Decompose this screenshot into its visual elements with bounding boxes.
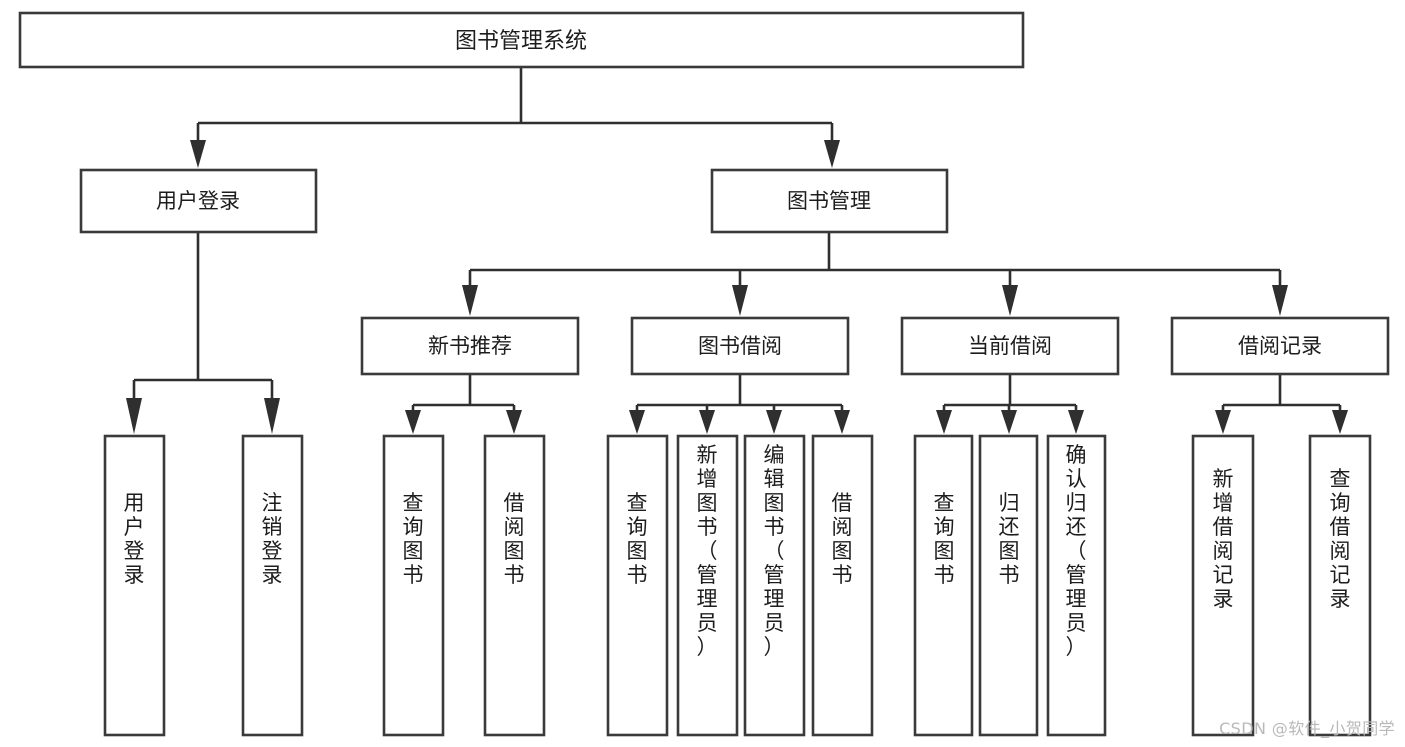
node-borrow-record[interactable]: 借阅记录 xyxy=(1170,316,1390,376)
node-leaf-borrow-book-2[interactable]: 借阅图书 xyxy=(811,434,874,737)
arrow-head-icon xyxy=(264,398,280,434)
node-leaf-edit-book-label: 编辑图书（管理员） xyxy=(764,443,785,659)
arrow-head-icon xyxy=(1002,285,1018,316)
node-leaf-add-book-label: 新增图书（管理员） xyxy=(697,443,718,659)
node-leaf-logout-label: 注销登录 xyxy=(262,491,283,587)
arrow-head-icon xyxy=(190,140,206,168)
node-current-borrow[interactable]: 当前借阅 xyxy=(900,316,1120,376)
node-leaf-query-book-2-label: 查询图书 xyxy=(627,491,648,587)
node-leaf-query-book-3-label: 查询图书 xyxy=(934,491,955,587)
node-leaf-query-book-2[interactable]: 查询图书 xyxy=(606,434,669,737)
node-leaf-user-login-label: 用户登录 xyxy=(124,491,145,587)
node-leaf-add-book[interactable]: 新增图书（管理员） xyxy=(676,434,739,737)
node-user-login[interactable]: 用户登录 xyxy=(79,168,318,234)
arrow-head-icon xyxy=(506,410,522,434)
node-leaf-query-borrow-record[interactable]: 查询借阅记录 xyxy=(1308,434,1372,737)
arrow-head-icon xyxy=(629,410,645,434)
node-leaf-query-book-1[interactable]: 查询图书 xyxy=(382,434,445,737)
node-leaf-borrow-book-1-label: 借阅图书 xyxy=(504,491,525,587)
node-new-book-recommend[interactable]: 新书推荐 xyxy=(360,316,580,376)
arrow-head-icon xyxy=(766,410,782,434)
node-book-management[interactable]: 图书管理 xyxy=(710,168,949,234)
node-leaf-confirm-return-label: 确认归还（管理员） xyxy=(1066,443,1087,659)
node-leaf-return-book[interactable]: 归还图书 xyxy=(978,434,1039,737)
arrow-head-icon xyxy=(824,140,840,168)
node-leaf-add-borrow-record-label: 新增借阅记录 xyxy=(1213,467,1234,611)
node-borrow-record-label: 借阅记录 xyxy=(1238,334,1322,358)
connector-book-mgmt-to-level3 xyxy=(462,232,1288,316)
arrow-head-icon xyxy=(405,410,421,434)
arrow-head-icon xyxy=(1001,410,1017,434)
node-current-borrow-label: 当前借阅 xyxy=(968,334,1052,358)
node-leaf-query-borrow-record-label: 查询借阅记录 xyxy=(1330,467,1351,611)
arrow-head-icon xyxy=(936,410,952,434)
arrow-head-icon xyxy=(462,285,478,316)
connector-root-to-level2 xyxy=(190,67,840,168)
node-leaf-borrow-book-2-label: 借阅图书 xyxy=(832,491,853,587)
node-leaf-user-login[interactable]: 用户登录 xyxy=(103,434,166,737)
node-leaf-confirm-return[interactable]: 确认归还（管理员） xyxy=(1046,434,1107,737)
node-root-label: 图书管理系统 xyxy=(455,29,587,54)
connector-new-book-to-leaves xyxy=(405,374,522,434)
arrow-head-icon xyxy=(732,285,748,316)
arrow-head-icon xyxy=(1215,410,1231,434)
node-leaf-edit-book[interactable]: 编辑图书（管理员） xyxy=(743,434,806,737)
node-book-borrow-label: 图书借阅 xyxy=(698,334,782,358)
node-leaf-logout[interactable]: 注销登录 xyxy=(241,434,304,737)
node-user-login-label: 用户登录 xyxy=(156,189,240,213)
arrow-head-icon xyxy=(699,410,715,434)
node-leaf-borrow-book-1[interactable]: 借阅图书 xyxy=(483,434,546,737)
connector-borrow-record-to-leaves xyxy=(1215,374,1348,434)
arrow-head-icon xyxy=(834,410,850,434)
node-leaf-query-book-1-label: 查询图书 xyxy=(403,491,424,587)
connector-user-login-to-leaves xyxy=(126,232,280,434)
arrow-head-icon xyxy=(1272,285,1288,316)
node-root-system[interactable]: 图书管理系统 xyxy=(18,11,1025,69)
node-leaf-add-borrow-record[interactable]: 新增借阅记录 xyxy=(1191,434,1255,737)
connector-book-borrow-to-leaves xyxy=(629,374,850,434)
arrow-head-icon xyxy=(1068,410,1084,434)
node-book-management-label: 图书管理 xyxy=(787,189,871,213)
node-new-book-recommend-label: 新书推荐 xyxy=(428,334,512,358)
node-leaf-query-book-3[interactable]: 查询图书 xyxy=(913,434,974,737)
arrow-head-icon xyxy=(126,398,142,434)
arrow-head-icon xyxy=(1332,410,1348,434)
connector-current-borrow-to-leaves xyxy=(936,374,1084,434)
node-leaf-return-book-label: 归还图书 xyxy=(999,491,1020,587)
node-book-borrow[interactable]: 图书借阅 xyxy=(630,316,850,376)
